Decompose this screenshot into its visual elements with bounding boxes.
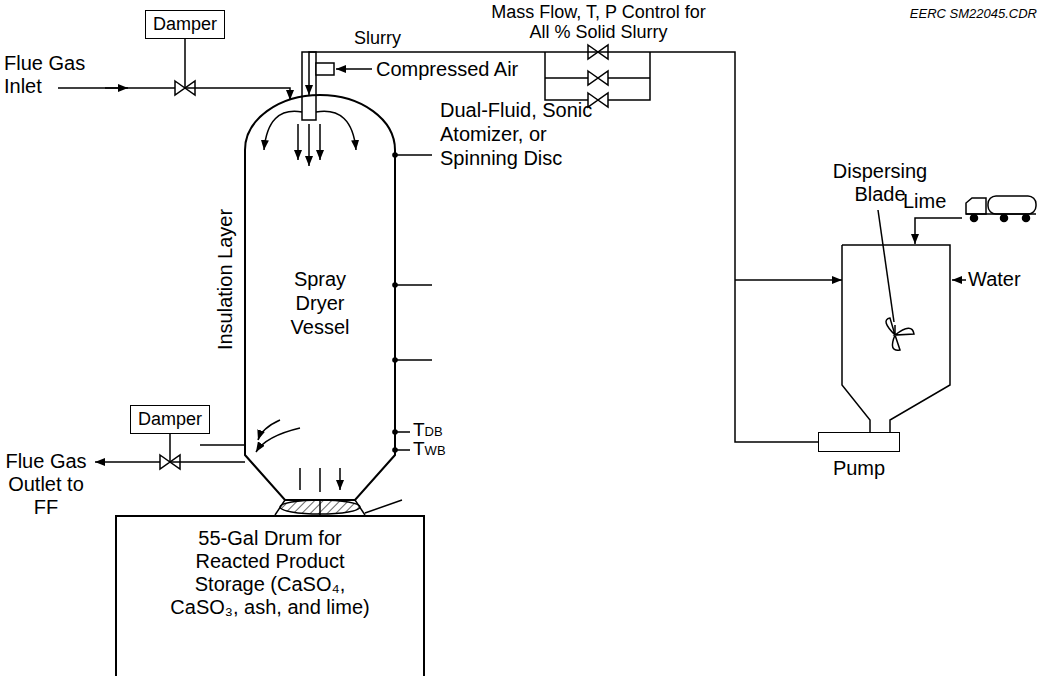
- pump-label: Pump: [833, 457, 885, 480]
- atomizer-note: Dual-Fluid, Sonic Atomizer, or Spinning …: [440, 98, 608, 170]
- outlet-label: Flue Gas Outlet to FF: [2, 450, 90, 519]
- air-arrow: [336, 68, 372, 70]
- vessel-label-wrap: Spray Dryer Vessel: [245, 267, 395, 339]
- probe-lines: [395, 155, 432, 450]
- lime-label: Lime: [903, 190, 946, 213]
- inlet-duct: [58, 87, 175, 89]
- storage-drum: 55-Gal Drum for Reacted Product Storage …: [115, 515, 425, 676]
- probe-label: TWB: [413, 440, 446, 460]
- piping: [58, 45, 1036, 515]
- spray-arrow: [319, 124, 321, 160]
- damper-label: Damper: [138, 409, 202, 429]
- drawing-id: EERC SM22045.CDR: [910, 6, 1037, 21]
- spray-arrow: [308, 124, 310, 166]
- vessel-wall: [245, 95, 395, 500]
- edge-label: Slurry: [352, 28, 403, 48]
- spray-arrow: [297, 124, 299, 160]
- damper-box: Damper: [130, 405, 210, 434]
- outlet-arrow: [95, 461, 160, 463]
- gas-arrow: [258, 420, 280, 440]
- insulation-label: Insulation Layer: [214, 190, 237, 370]
- flow-line: [170, 434, 245, 462]
- air-port: [316, 63, 334, 75]
- lime-feed: [915, 218, 962, 244]
- flow-line: [309, 52, 818, 442]
- impeller: [886, 318, 914, 350]
- impeller-shaft: [894, 325, 896, 335]
- control-note: Mass Flow, T, P Control for All % Solid …: [491, 2, 706, 42]
- water-label: Water: [968, 268, 1021, 291]
- pump-box: Pump: [818, 432, 900, 452]
- spray-arrow: [316, 111, 356, 150]
- flow-line: [319, 500, 321, 515]
- water-feed: [952, 279, 966, 281]
- damper-box: Damper: [145, 10, 225, 39]
- bypass-lines: [545, 52, 650, 100]
- recycle-line: [735, 279, 842, 281]
- air-label: Compressed Air: [376, 58, 518, 81]
- flow-line: [185, 39, 290, 100]
- drum-label: 55-Gal Drum for Reacted Product Storage …: [168, 527, 373, 619]
- spray-dryer-vessel: Spray Dryer Vessel: [245, 95, 395, 500]
- mix-tank: [842, 245, 950, 432]
- drum-neck: [275, 500, 402, 515]
- control-valve: [588, 71, 608, 85]
- product-pile: [280, 500, 360, 514]
- inlet-label: Flue Gas Inlet: [4, 52, 96, 98]
- flow-arrow: [105, 87, 128, 89]
- outlet-duct: [200, 444, 245, 446]
- lime-truck: [966, 196, 1036, 222]
- damper-label: Damper: [153, 14, 217, 34]
- vessel-label: Spray Dryer Vessel: [270, 267, 370, 339]
- spray-arrow: [264, 111, 302, 150]
- leader-line: [878, 210, 894, 322]
- fall-arrows: [300, 468, 340, 492]
